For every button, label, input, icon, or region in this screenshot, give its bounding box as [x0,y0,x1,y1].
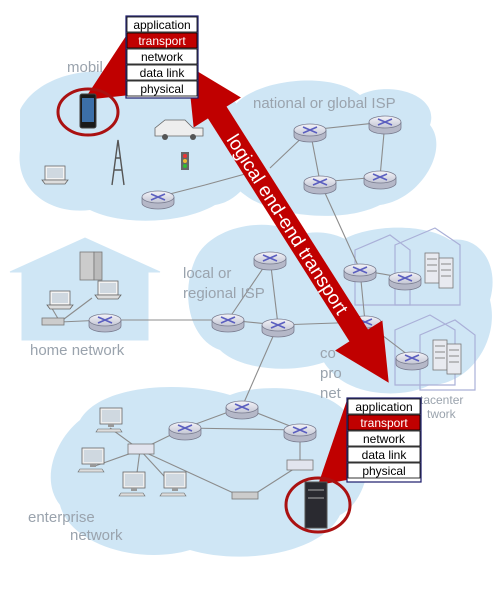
top-stack-layer-application [126,16,198,33]
bottom-stack-layer-data-link [347,446,421,463]
bottom-stack-layer-physical [347,462,421,479]
regional-isp-label-2: regional ISP [183,285,265,302]
isp-label: national or global ISP [253,95,396,112]
top-stack-layer-network [126,48,198,65]
switches [127,443,314,471]
bottom-stack-layer-network [347,430,421,447]
datacenter-label-1: tacenter [420,393,463,407]
mobile-network-label: mobil [67,59,103,76]
bottom-stack-layer-application [347,398,421,415]
enterprise-label-2: network [70,527,123,544]
regional-isp-label-1: local or [183,265,231,282]
datacenter-label-2: twork [427,407,457,421]
top-stack-layer-transport [126,32,198,49]
top-stack-label-transport: transport [138,34,186,48]
bottom-callout [284,400,352,534]
home-network-label: home network [30,342,125,359]
hosts [41,119,462,500]
top-stack-layer-data-link [126,64,198,81]
top-callout [56,30,130,137]
top-protocol-stack: application transport network data link … [125,15,199,99]
top-stack-label-data-link: data link [140,66,186,80]
top-stack-label-network: network [141,50,184,64]
content-provider-label-1: co [320,345,336,362]
content-provider-label-3: net [320,385,342,402]
bottom-stack-label-network: network [363,432,406,446]
home-house [9,237,161,341]
enterprise-label-1: enterprise [28,509,95,526]
content-provider-label-2: pro [320,365,342,382]
bottom-stack-label-transport: transport [360,416,408,430]
bottom-stack-label-physical: physical [362,464,405,478]
bottom-stack-label-data-link: data link [362,448,408,462]
bottom-stack-layer-transport [347,414,421,431]
bottom-protocol-stack: application transport network data link … [346,397,422,483]
top-stack-label-physical: physical [140,82,183,96]
top-stack-label-application: application [133,18,190,32]
top-stack-layer-physical [126,80,198,97]
bottom-stack-label-application: application [355,400,412,414]
